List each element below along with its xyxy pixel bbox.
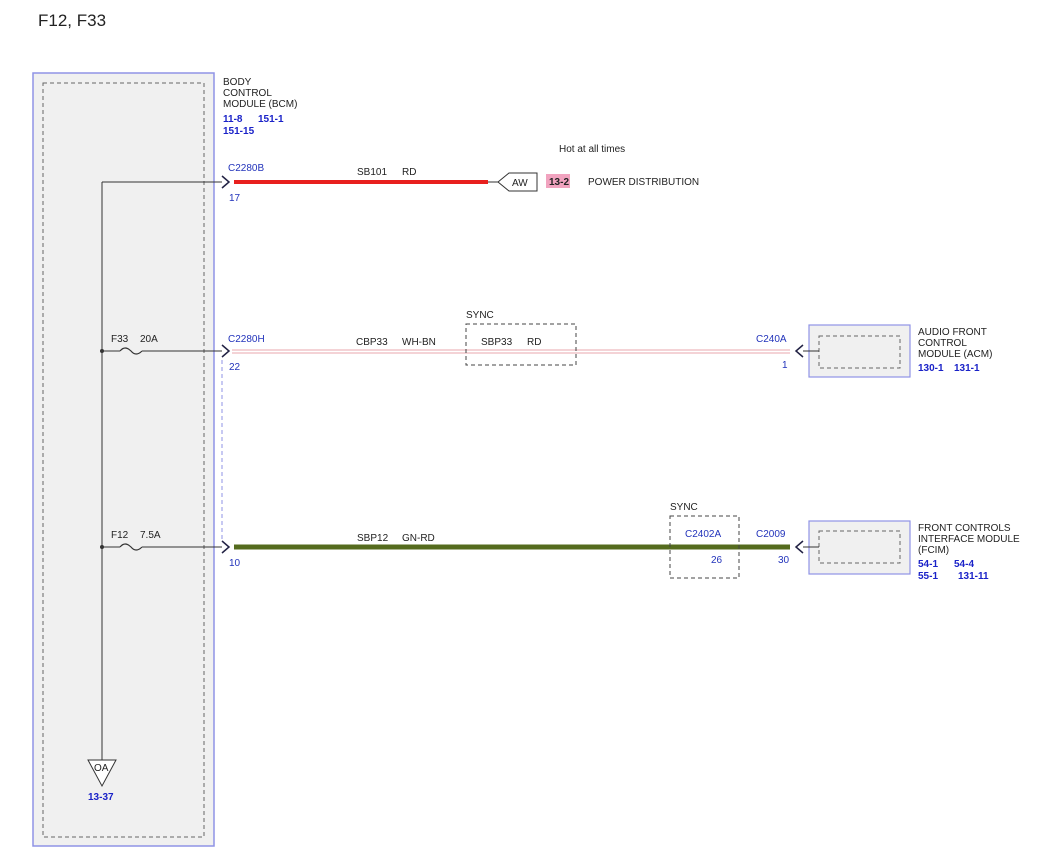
bcm-module[interactable] [32, 72, 215, 847]
fcim-ref-131-11[interactable]: 131-11 [958, 571, 989, 582]
fcim-ref-55-1[interactable]: 55-1 [918, 571, 938, 582]
bus-splice-f12 [100, 545, 104, 549]
fcim-module-outline [808, 520, 911, 575]
sync-box-2[interactable] [669, 515, 740, 579]
connector-c2280h-pin-arrow-icon [221, 344, 231, 358]
page-ref-13-2-highlight [546, 174, 570, 188]
acm-module-inner-dashed [818, 335, 901, 369]
connector-c2280b-pin-arrow-icon [221, 175, 231, 189]
oa-page-ref[interactable]: 13-37 [88, 792, 114, 803]
sync-wire-sbp33-color: RD [527, 337, 541, 348]
connector-c2280b-pin: 17 [229, 193, 241, 204]
fcim-name-line-3: (FCIM) [918, 545, 949, 556]
bus-splice-f33 [100, 349, 104, 353]
fcim-name-line-1: FRONT CONTROLS [918, 523, 1011, 534]
bcm-name-line-2: CONTROL [223, 88, 272, 99]
connector-c2280b[interactable]: C2280B [228, 163, 264, 174]
page-title: F12, F33 [38, 11, 106, 30]
connector-pin10: 10 [229, 558, 241, 569]
bcm-ref-151-1[interactable]: 151-1 [258, 114, 284, 125]
connector-c2402a-pin: 26 [711, 555, 723, 566]
acm-name-line-3: MODULE (ACM) [918, 349, 992, 360]
bcm-module-inner-dashed [42, 82, 205, 838]
fuse-f12-icon[interactable] [119, 543, 143, 551]
wire-sb101-code: SB101 [357, 167, 387, 178]
connector-pin10-arrow-icon [221, 540, 231, 554]
bcm-name-line-3: MODULE (BCM) [223, 99, 297, 110]
oa-triangle-icon[interactable] [87, 759, 117, 788]
power-distribution-label: POWER DISTRIBUTION [588, 177, 699, 188]
connector-c2402a[interactable]: C2402A [685, 529, 721, 540]
acm-module-outline [808, 324, 911, 378]
wire-cbp33-color: WH-BN [402, 337, 436, 348]
oa-symbol-label: OA [94, 763, 109, 774]
fuse-f12-rating: 7.5A [140, 530, 161, 541]
bcm-module-outline [32, 72, 215, 847]
fcim-module[interactable] [808, 520, 911, 575]
wire-sbp12-color: GN-RD [402, 533, 435, 544]
aw-symbol-label: AW [512, 178, 528, 189]
connector-c240a-pin: 1 [782, 360, 788, 371]
sync-label-2: SYNC [670, 502, 698, 513]
connector-c2280h-pin: 22 [229, 362, 241, 373]
fuse-f33-name: F33 [111, 334, 129, 345]
fuse-f33-rating: 20A [140, 334, 158, 345]
bcm-ref-11-8[interactable]: 11-8 [223, 114, 243, 125]
bcm-name-line-1: BODY [223, 77, 252, 88]
sync-wire-sbp33-code: SBP33 [481, 337, 513, 348]
acm-ref-130-1[interactable]: 130-1 [918, 363, 944, 374]
sb101-note: Hot at all times [559, 144, 625, 155]
connector-c2009-pin-arrow-icon [794, 540, 804, 554]
fcim-ref-54-1[interactable]: 54-1 [918, 559, 938, 570]
acm-ref-131-1[interactable]: 131-1 [954, 363, 980, 374]
acm-name-line-1: AUDIO FRONT [918, 327, 987, 338]
fcim-name-line-2: INTERFACE MODULE [918, 534, 1020, 545]
acm-module[interactable] [808, 324, 911, 378]
fuse-f12-name: F12 [111, 530, 129, 541]
sync-label-1: SYNC [466, 310, 494, 321]
fcim-ref-54-4[interactable]: 54-4 [954, 559, 974, 570]
bcm-ref-151-15[interactable]: 151-15 [223, 126, 255, 137]
sync-box-1[interactable] [465, 323, 577, 366]
acm-name-line-2: CONTROL [918, 338, 967, 349]
fuse-f33-icon[interactable] [119, 347, 143, 355]
aw-symbol-icon[interactable] [497, 172, 538, 192]
wire-sbp12-code: SBP12 [357, 533, 389, 544]
connector-c2009-pin: 30 [778, 555, 790, 566]
connector-c240a[interactable]: C240A [756, 334, 787, 345]
wire-cbp33-code: CBP33 [356, 337, 388, 348]
wire-sb101-color: RD [402, 167, 416, 178]
connector-c240a-pin-arrow-icon [794, 344, 804, 358]
page-ref-13-2[interactable]: 13-2 [549, 177, 569, 188]
connector-c2280h[interactable]: C2280H [228, 334, 265, 345]
connector-c2009[interactable]: C2009 [756, 529, 786, 540]
